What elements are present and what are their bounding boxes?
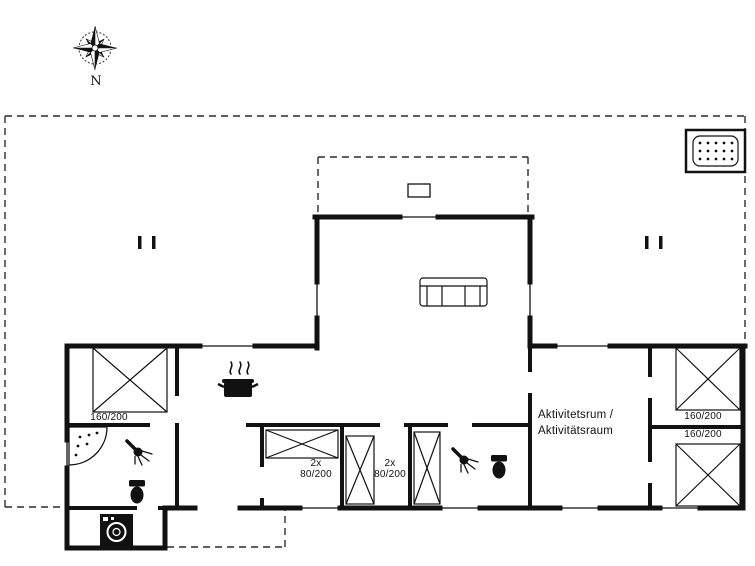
compass-north-label: N bbox=[90, 74, 102, 89]
bunk-size-label: 2x 80/200 bbox=[292, 458, 340, 480]
windows bbox=[66, 216, 700, 509]
stove-icon bbox=[217, 361, 259, 397]
bed-size-label: 160/200 bbox=[684, 411, 722, 422]
bed-size-label: 160/200 bbox=[90, 412, 128, 423]
sofa-icon bbox=[419, 277, 488, 307]
activity-room-line2: Aktivitätsraum bbox=[538, 425, 614, 437]
double-bed-icon bbox=[675, 347, 741, 411]
beds bbox=[92, 347, 741, 507]
bunk-bed-icon bbox=[265, 429, 339, 459]
bed-size-label: 160/200 bbox=[684, 429, 722, 440]
toilet-icon bbox=[129, 480, 145, 504]
hot-tub-icon bbox=[684, 128, 747, 174]
bunk-size-label: 2x 80/200 bbox=[366, 458, 414, 480]
activity-room-label: Aktivitetsrum / Aktivitätsraum bbox=[538, 407, 668, 439]
double-bed-icon bbox=[92, 347, 168, 413]
exterior-walls bbox=[64, 214, 748, 551]
bunk-bed-icon bbox=[345, 435, 375, 505]
shower-icon bbox=[451, 447, 480, 475]
terrace-marker-icon bbox=[407, 183, 431, 198]
bunk-size-line2: 80/200 bbox=[300, 469, 332, 480]
washing-machine-icon bbox=[100, 514, 133, 546]
toilet-icon bbox=[491, 455, 507, 479]
bathroom-left-fixtures bbox=[68, 426, 154, 504]
activity-room-line1: Aktivitetsrum / bbox=[538, 409, 614, 421]
compass-rose-icon bbox=[72, 25, 118, 71]
bunk-size-line2: 80/200 bbox=[374, 469, 406, 480]
double-bed-icon bbox=[675, 443, 741, 507]
terrace-post-icon bbox=[138, 236, 663, 249]
whirlpool-tub-icon bbox=[68, 426, 108, 466]
bunk-size-line1: 2x bbox=[384, 458, 396, 469]
interior-walls bbox=[65, 344, 745, 510]
shower-icon bbox=[125, 439, 154, 467]
bathroom-middle-fixtures bbox=[451, 447, 507, 479]
terrace-outline bbox=[4, 115, 746, 548]
bunk-size-line1: 2x bbox=[310, 458, 322, 469]
closet-icon bbox=[413, 431, 441, 505]
